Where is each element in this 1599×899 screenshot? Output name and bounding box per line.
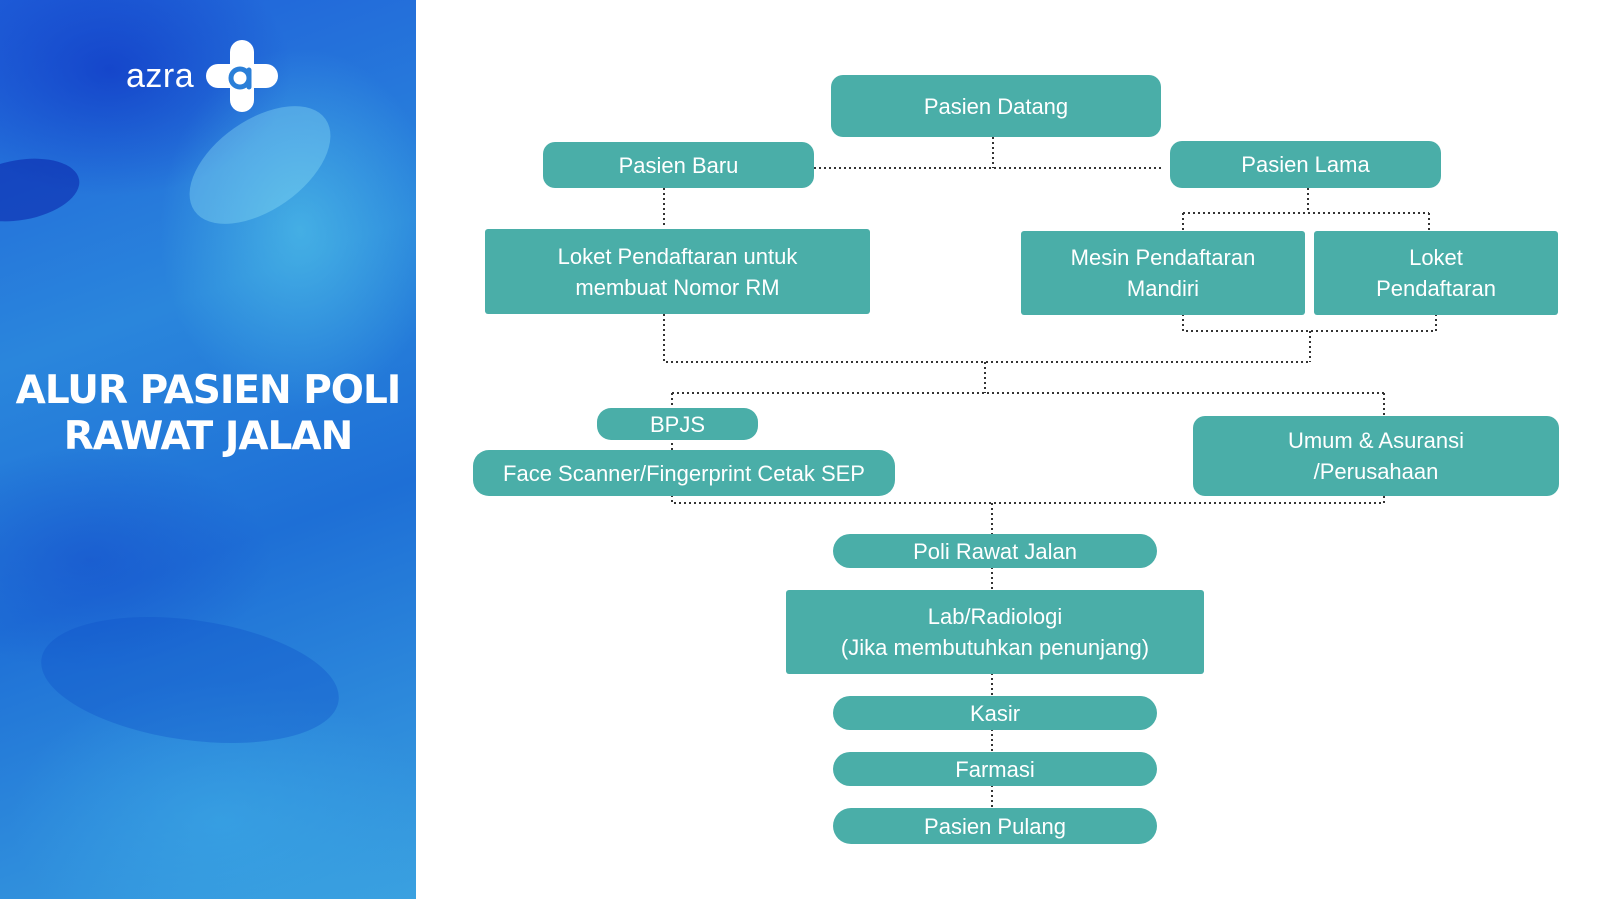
node-pasien-lama: Pasien Lama xyxy=(1170,141,1441,188)
node-kasir: Kasir xyxy=(833,696,1157,730)
cross-logo-icon xyxy=(206,40,279,112)
node-label: Mandiri xyxy=(1126,276,1200,301)
node-label: Face Scanner/Fingerprint Cetak SEP xyxy=(503,460,865,486)
node-mesin-mandiri: Mesin Pendaftaran Mandiri xyxy=(1021,231,1305,315)
connector xyxy=(814,137,1164,169)
node-label: /Perusahaan xyxy=(1313,459,1439,484)
node-label: Pasien Lama xyxy=(1241,152,1370,177)
node-umum-asuransi: Umum & Asuransi /Perusahaan xyxy=(1193,416,1559,496)
node-poli-rawat-jalan: Poli Rawat Jalan xyxy=(833,534,1157,568)
node-label: Loket xyxy=(1409,245,1463,270)
hero-panel: azra ALUR PASIEN POLI RAWAT JALAN xyxy=(0,0,416,899)
node-label: Lab/Radiologi xyxy=(927,604,1063,629)
node-lab-radiologi: Lab/Radiologi (Jika membutuhkan penunjan… xyxy=(786,590,1204,674)
title-line: ALUR PASIEN POLI xyxy=(15,368,402,413)
node-pasien-pulang: Pasien Pulang xyxy=(833,808,1157,844)
node-pasien-datang: Pasien Datang xyxy=(831,75,1161,137)
page-title: ALUR PASIEN POLI RAWAT JALAN xyxy=(0,368,416,460)
node-label: Farmasi xyxy=(955,756,1035,782)
connector xyxy=(671,495,1385,534)
connector xyxy=(671,362,1385,416)
node-bpjs: BPJS xyxy=(597,408,758,440)
connector xyxy=(1182,314,1437,362)
connector xyxy=(663,314,1310,363)
node-face-scanner: Face Scanner/Fingerprint Cetak SEP xyxy=(473,450,895,496)
node-label: Mesin Pendaftaran xyxy=(1070,245,1256,270)
node-label: Kasir xyxy=(969,700,1021,726)
node-loket-rm: Loket Pendaftaran untuk membuat Nomor RM xyxy=(485,229,870,314)
node-label: Pasien Pulang xyxy=(924,813,1066,839)
node-label: membuat Nomor RM xyxy=(575,274,780,300)
node-label: Poli Rawat Jalan xyxy=(913,538,1077,564)
node-label: BPJS xyxy=(649,411,706,437)
brand-name: azra xyxy=(126,56,195,95)
node-label: Pasien Datang xyxy=(923,93,1069,119)
node-label: (Jika membutuhkan penunjang) xyxy=(840,635,1150,660)
node-farmasi: Farmasi xyxy=(833,752,1157,786)
node-loket-pendaftaran: Loket Pendaftaran xyxy=(1314,231,1558,315)
connector xyxy=(1182,188,1430,230)
node-label: Umum & Asuransi xyxy=(1287,428,1465,453)
node-pasien-baru: Pasien Baru xyxy=(543,142,814,188)
brand-logo: azra xyxy=(126,40,279,112)
node-label: Pasien Baru xyxy=(618,152,739,178)
title-line: RAWAT JALAN xyxy=(63,414,353,459)
node-label: Loket Pendaftaran untuk xyxy=(557,243,798,269)
node-label: Pendaftaran xyxy=(1376,276,1496,301)
